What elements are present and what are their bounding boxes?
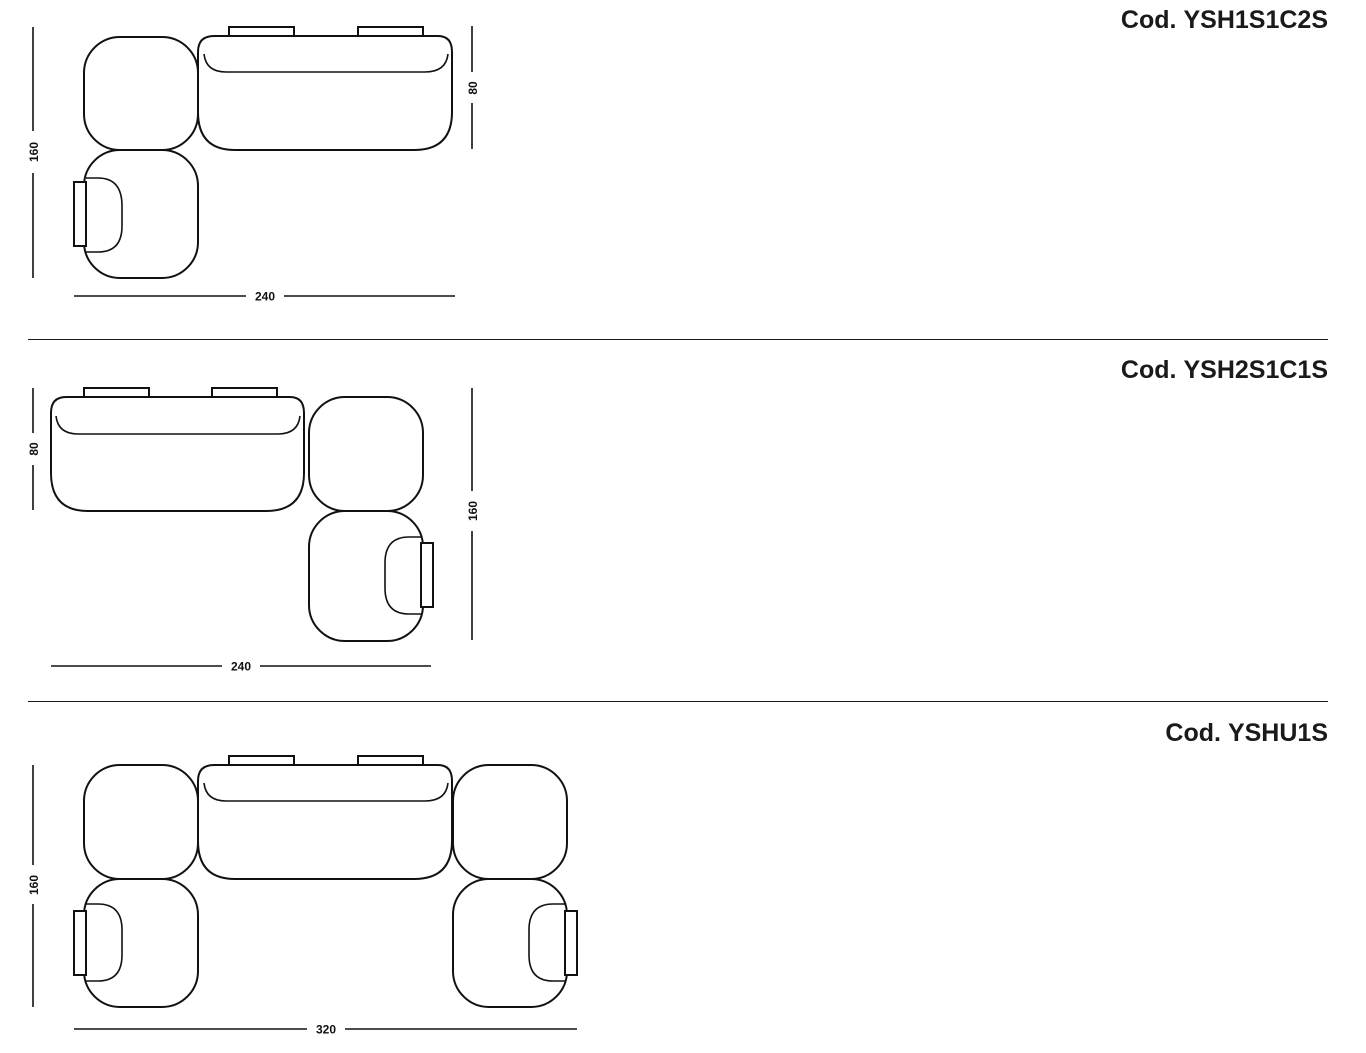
dim-80-label: 80 xyxy=(27,442,41,456)
config-3-code-prefix: Cod. xyxy=(1165,719,1221,747)
sofa-seat-edge xyxy=(203,782,449,802)
armrest-cushion xyxy=(420,542,434,608)
right-armchair-module xyxy=(452,878,568,1008)
dim-160-label: 160 xyxy=(466,501,480,521)
config-2-code: Cod.YSH2S1C1S xyxy=(1121,356,1328,385)
config-2-code-value: YSH2S1C1S xyxy=(1183,356,1328,384)
config-1-code: Cod.YSH1S1C2S xyxy=(1121,6,1328,35)
config-2-code-prefix: Cod. xyxy=(1120,356,1177,384)
armchair-module xyxy=(308,510,424,642)
left-armrest-cushion xyxy=(73,910,87,976)
left-armchair-module xyxy=(83,878,199,1008)
armrest-cushion xyxy=(73,181,87,247)
two-seat-sofa-module xyxy=(50,396,305,512)
corner-pouf-module xyxy=(83,36,199,151)
config-1-plan: 160 80 240 xyxy=(27,26,480,304)
config-3-code: Cod.YSHU1S xyxy=(1165,719,1328,748)
sofa-seat-edge xyxy=(203,53,449,73)
dim-80-label: 80 xyxy=(466,81,480,95)
dim-160-label: 160 xyxy=(27,142,41,162)
sofa-seat-edge xyxy=(55,415,301,435)
left-corner-pouf-module xyxy=(83,764,199,880)
right-armchair-backrest xyxy=(528,903,565,982)
left-armchair-backrest xyxy=(86,903,123,982)
config-3-plan: 160 320 xyxy=(27,755,578,1037)
right-armrest-cushion xyxy=(564,910,578,976)
dim-240-label: 240 xyxy=(231,660,251,674)
dim-160-label: 160 xyxy=(27,875,41,895)
armchair-module xyxy=(83,149,199,279)
right-corner-pouf-module xyxy=(452,764,568,880)
config-2-plan: 80 160 240 xyxy=(27,387,480,674)
armchair-backrest xyxy=(86,177,123,253)
armchair-backrest xyxy=(384,536,421,615)
config-3-code-value: YSHU1S xyxy=(1227,719,1328,747)
corner-pouf-module xyxy=(308,396,424,512)
two-seat-sofa-module xyxy=(197,764,453,880)
two-seat-sofa-module xyxy=(197,35,453,151)
config-1-code-prefix: Cod. xyxy=(1120,6,1177,34)
dim-240-label: 240 xyxy=(255,290,275,304)
section-divider-2 xyxy=(28,701,1328,702)
dim-320-label: 320 xyxy=(316,1023,336,1037)
config-1-code-value: YSH1S1C2S xyxy=(1183,6,1328,34)
section-divider-1 xyxy=(28,339,1328,340)
